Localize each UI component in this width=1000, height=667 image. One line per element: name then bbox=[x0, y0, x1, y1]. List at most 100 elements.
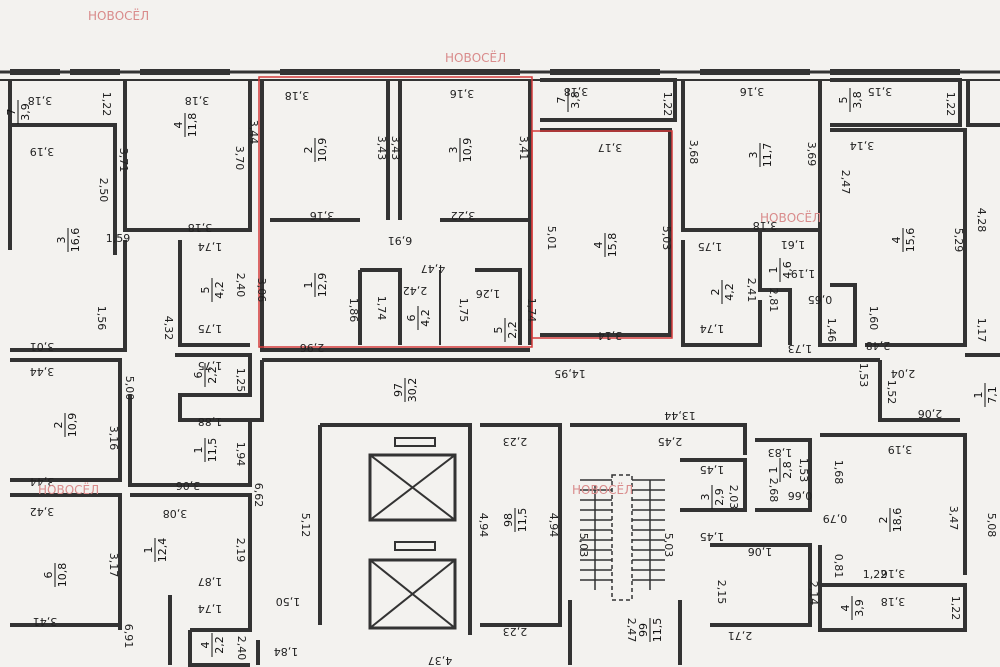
dimension-label: 1,53 bbox=[857, 363, 870, 388]
room-number: 1 bbox=[142, 547, 155, 554]
dimension-label: 2,50 bbox=[97, 178, 110, 203]
dimension-label: 3,44 bbox=[30, 365, 55, 378]
room-area: 15,8 bbox=[606, 233, 619, 258]
room-number: 4 bbox=[839, 605, 852, 612]
room-area: 10,9 bbox=[461, 138, 474, 163]
room-number: 7 bbox=[555, 97, 568, 104]
dimension-label: 2,41 bbox=[745, 278, 758, 303]
dimension-label: 3,41 bbox=[517, 136, 530, 161]
walls bbox=[0, 69, 1000, 667]
dimension-label: 1,73 bbox=[788, 342, 813, 355]
room-number: 2 bbox=[877, 517, 890, 524]
room-area: 10,9 bbox=[66, 413, 79, 438]
dimension-label: 1,84 bbox=[274, 645, 299, 658]
room-area: 4,6 bbox=[781, 261, 794, 279]
room-area: 2,2 bbox=[213, 636, 226, 654]
room-number: 1 bbox=[302, 282, 315, 289]
room-number: 4 bbox=[172, 122, 185, 129]
dimension-label: 3,70 bbox=[233, 146, 246, 171]
dimension-label: 1,56 bbox=[95, 306, 108, 331]
dimension-label: 2,04 bbox=[891, 367, 916, 380]
dimension-label: 1,75 bbox=[198, 322, 223, 335]
dimension-label: 1,17 bbox=[975, 318, 988, 343]
dimension-label: 4,28 bbox=[975, 208, 988, 233]
dimension-label: 1,83 bbox=[768, 446, 793, 459]
dimension-label: 3,18 bbox=[28, 94, 53, 107]
dimension-label: 3,01 bbox=[30, 340, 55, 353]
dimension-label: 5,12 bbox=[299, 513, 312, 538]
dimension-label: 1,45 bbox=[700, 530, 725, 543]
room-number: 1 bbox=[972, 392, 985, 399]
dimension-label: 3,18 bbox=[564, 85, 589, 98]
dimension-label: 0,81 bbox=[832, 554, 845, 579]
dimension-label: 2,96 bbox=[300, 341, 325, 354]
elevator-shafts bbox=[368, 437, 457, 630]
room-number: 1 bbox=[767, 267, 780, 274]
dimension-label: 3,71 bbox=[117, 148, 130, 173]
room-area: 11,5 bbox=[651, 618, 664, 643]
room-area: 3,9 bbox=[853, 599, 866, 617]
dimension-label: 3,47 bbox=[947, 506, 960, 531]
dimension-label: 3,41 bbox=[33, 615, 58, 628]
dimension-label: 1,68 bbox=[832, 460, 845, 485]
room-number: 4 bbox=[890, 237, 903, 244]
room-number: 3 bbox=[447, 147, 460, 154]
dimension-label: 3,16 bbox=[310, 209, 335, 222]
dimension-label: 2,19 bbox=[234, 538, 247, 563]
dimension-label: 2,42 bbox=[403, 284, 428, 297]
dimension-label: 1,06 bbox=[748, 545, 773, 558]
dimension-label: 3,06 bbox=[176, 479, 201, 492]
dimension-label: 4,32 bbox=[162, 316, 175, 341]
room-area: 3,8 bbox=[569, 91, 582, 109]
dimension-label: 2,06 bbox=[918, 407, 943, 420]
dimension-label: 3,14 bbox=[850, 139, 875, 152]
room-area: 11,8 bbox=[186, 113, 199, 138]
dimension-label: 3,44 bbox=[30, 475, 55, 488]
room-area: 11,5 bbox=[516, 508, 529, 533]
dimension-label: 1,19 bbox=[791, 267, 816, 280]
dimension-label: 3,17 bbox=[598, 141, 623, 154]
room-number: 4 bbox=[199, 642, 212, 649]
watermarks: НОВОСЁЛ НОВОСЁЛ НОВОСЁЛ НОВОСЁЛ НОВОСЁЛ bbox=[38, 8, 821, 497]
room-area: 2,2 bbox=[206, 366, 219, 384]
dimension-label: 14,95 bbox=[554, 367, 586, 380]
dimension-label: 3,18 bbox=[753, 219, 778, 232]
watermark-logo: НОВОСЁЛ bbox=[760, 210, 821, 225]
room-number: 6 bbox=[42, 572, 55, 579]
room-number: 2 bbox=[52, 422, 65, 429]
watermark-logo: НОВОСЁЛ bbox=[88, 8, 149, 23]
watermark-logo: НОВОСЁЛ bbox=[572, 482, 633, 497]
dimension-label: 3,19 bbox=[30, 145, 55, 158]
dimension-label: 1,75 bbox=[698, 240, 723, 253]
dimension-label: 2,14 bbox=[807, 581, 820, 606]
dimension-label: 5,03 bbox=[662, 533, 675, 558]
room-number: 3 bbox=[699, 494, 712, 501]
room-area: 2,2 bbox=[506, 321, 519, 339]
room-area: 2,9 bbox=[713, 488, 726, 506]
dimension-label: 1,75 bbox=[457, 298, 470, 323]
room-number: 5 bbox=[492, 327, 505, 334]
dimension-label: 5,03 bbox=[577, 533, 590, 558]
dimension-label: 3,18 bbox=[285, 89, 310, 102]
dimension-label: 1,22 bbox=[100, 92, 113, 117]
dimension-label: 1,22 bbox=[863, 568, 888, 581]
room-area: 18,6 bbox=[891, 508, 904, 533]
dimension-label: 1,74 bbox=[700, 322, 725, 335]
dimension-label: 1,94 bbox=[234, 442, 247, 467]
dimension-label: 3,42 bbox=[30, 505, 55, 518]
